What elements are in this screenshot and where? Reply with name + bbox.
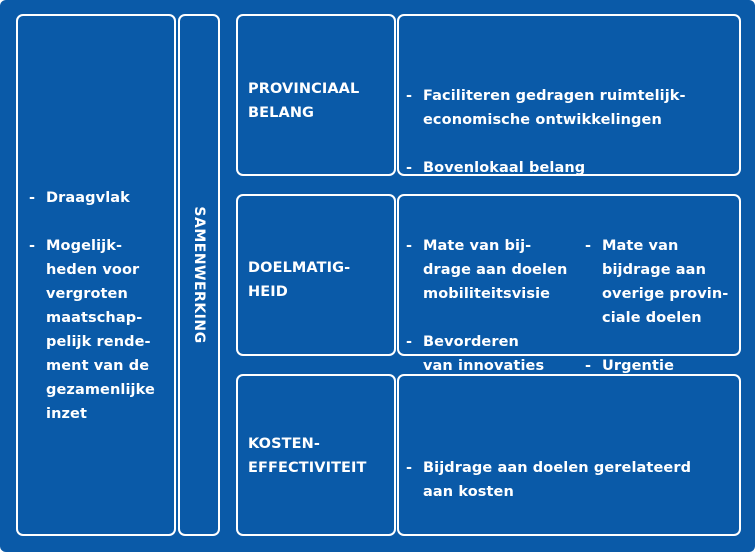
row-doelmatigheid-content-box: Mate van bij- drage aan doelen mobilitei… [397,194,741,378]
heading-kosteneffectiviteit: KOSTEN- EFFECTIVITEIT [248,436,367,476]
doelmatigheid-list-col2: Mate van bijdrage aan overige provin- ci… [580,210,728,402]
provinciaal-belang-list: Faciliteren gedragen ruimtelijk- economi… [401,60,686,204]
left-panel-list: Draagvlak Mogelijk- heden voor vergroten… [24,162,155,450]
list-item-bevorderen-innovaties: Bevorderen van innovaties [401,330,567,378]
row-provinciaal-belang-content-box: Faciliteren gedragen ruimtelijk- economi… [397,14,741,180]
heading-doelmatigheid: DOELMATIG- HEID [248,260,351,300]
list-item-bijdrage-kosten: Bijdrage aan doelen gerelateerd aan kost… [401,456,691,504]
left-panel: Draagvlak Mogelijk- heden voor vergroten… [16,14,176,536]
doelmatigheid-list-col1: Mate van bij- drage aan doelen mobilitei… [401,210,567,402]
row-doelmatigheid-heading-box: DOELMATIG- HEID [236,194,396,356]
row-provinciaal-belang-heading-box: PROVINCIAAL BELANG [236,14,396,176]
heading-provinciaal-belang: PROVINCIAAL BELANG [248,81,360,121]
samenwerking-label: SAMENWERKING [191,206,207,344]
list-item-mogelijkheden: Mogelijk- heden voor vergroten maatschap… [24,234,155,426]
kosteneffectiviteit-list: Bijdrage aan doelen gerelateerd aan kost… [401,432,691,528]
row-kosteneffectiviteit-content-box: Bijdrage aan doelen gerelateerd aan kost… [397,374,741,536]
list-item-urgentie: Urgentie [580,354,728,378]
list-item-mate-bijdrage-mobiliteitsvisie: Mate van bij- drage aan doelen mobilitei… [401,234,567,306]
list-item-faciliteren: Faciliteren gedragen ruimtelijk- economi… [401,84,686,132]
center-panel: SAMENWERKING [178,14,220,536]
list-item-mate-bijdrage-overige: Mate van bijdrage aan overige provin- ci… [580,234,728,330]
list-item-draagvlak: Draagvlak [24,186,155,210]
list-item-bovenlokaal: Bovenlokaal belang [401,156,686,180]
row-kosteneffectiviteit-heading-box: KOSTEN- EFFECTIVITEIT [236,374,396,536]
